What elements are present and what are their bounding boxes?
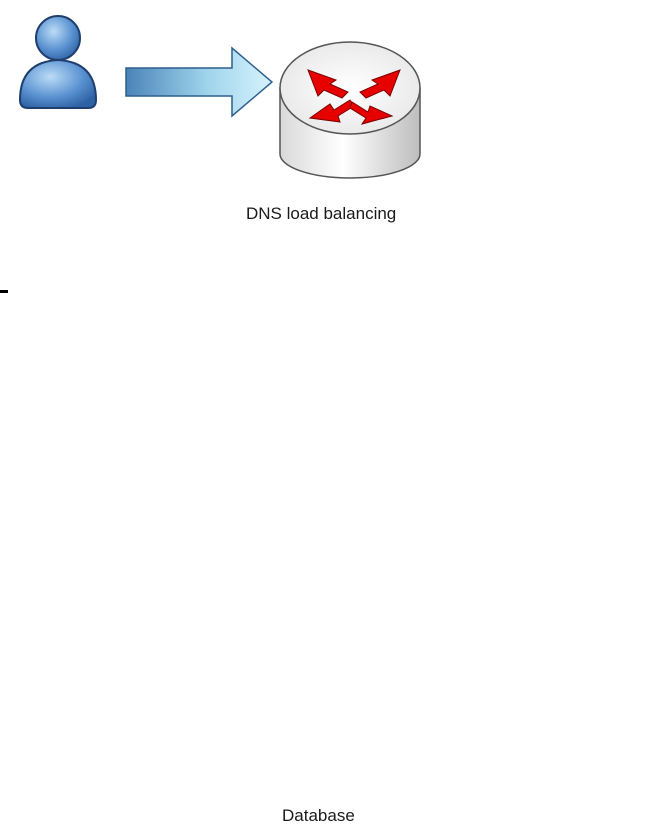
router-icon: [279, 41, 421, 179]
database-label: Database: [282, 806, 355, 825]
load-balancer-label: DNS load balancing: [246, 204, 397, 223]
user-icon: [18, 15, 98, 109]
request-arrow: [125, 46, 274, 118]
